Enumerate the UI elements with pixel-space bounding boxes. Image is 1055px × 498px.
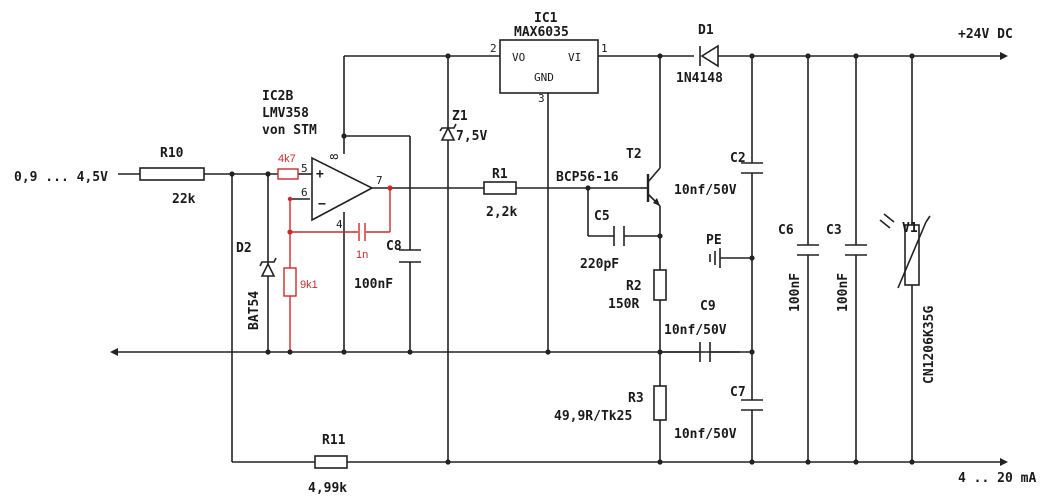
- varistor-v1: [879, 213, 931, 289]
- opamp-pin6: 6: [301, 186, 308, 199]
- wires: [118, 55, 1000, 463]
- c7-value: 10nf/50V: [674, 427, 737, 442]
- c6-value: 100nF: [788, 273, 803, 312]
- c2-ref: C2: [730, 151, 746, 166]
- pe-ground-icon: [709, 248, 721, 268]
- v1-value: CN1206K35G: [922, 306, 937, 384]
- resistor-4k7: [277, 168, 299, 180]
- junction-dots: [229, 53, 915, 465]
- transistor-t2: [640, 167, 661, 207]
- opamp-ic2b: + −: [311, 156, 374, 222]
- opamp-plus-label: +: [316, 167, 324, 182]
- resistor-r11: [314, 455, 348, 469]
- c8-value: 100nF: [354, 277, 393, 292]
- z1-value: 7,5V: [456, 129, 487, 144]
- r2-value: 150R: [608, 297, 639, 312]
- ic2-vendor: von STM: [262, 123, 317, 138]
- output-arrow-24v: [1000, 52, 1008, 60]
- resistor-r10: [139, 167, 205, 181]
- ic1-pin1: 1: [601, 42, 608, 55]
- c9-ref: C9: [700, 299, 716, 314]
- resistor-9k1: [283, 267, 297, 297]
- c5-ref: C5: [594, 209, 610, 224]
- c-1n-label: 1n: [356, 249, 368, 261]
- output-arrow-current: [1000, 458, 1008, 466]
- output-current-label: 4 .. 20 mA: [958, 471, 1036, 486]
- ic1-pin3: 3: [538, 92, 545, 105]
- d2-ref: D2: [236, 241, 252, 256]
- r11-ref: R11: [322, 433, 346, 448]
- ic2-type: LMV358: [262, 106, 309, 121]
- capacitor-c5: [613, 226, 625, 246]
- capacitor-c8: [399, 249, 421, 263]
- c6-ref: C6: [778, 223, 794, 238]
- capacitor-c6: [797, 244, 819, 256]
- zener-z1: [439, 123, 457, 141]
- ic1-box: [499, 39, 599, 94]
- r10-ref: R10: [160, 146, 184, 161]
- r-4k7-label: 4k7: [278, 153, 296, 165]
- ic1-pin-vi: VI: [568, 51, 581, 64]
- z1-ref: Z1: [452, 109, 468, 124]
- ground-arrow: [110, 348, 118, 356]
- r1-ref: R1: [492, 167, 508, 182]
- capacitor-c7: [741, 399, 763, 411]
- input-voltage-label: 0,9 ... 4,5V: [14, 170, 108, 185]
- capacitor-c2: [741, 162, 763, 174]
- c3-value: 100nF: [836, 273, 851, 312]
- diode-d2: [259, 257, 277, 277]
- r3-ref: R3: [628, 391, 644, 406]
- c5-value: 220pF: [580, 257, 619, 272]
- red-modifications: [277, 168, 393, 352]
- opamp-pin5: 5: [301, 162, 308, 175]
- opamp-minus-label: −: [318, 197, 326, 212]
- ic1-pin-vo: VO: [512, 51, 525, 64]
- ic2-ref: IC2B: [262, 89, 293, 104]
- c7-ref: C7: [730, 385, 746, 400]
- ic1-pin2: 2: [490, 42, 497, 55]
- v1-ref: V1: [902, 221, 918, 236]
- opamp-pin7: 7: [376, 174, 383, 187]
- r1-value: 2,2k: [486, 205, 517, 220]
- capacitor-c9: [699, 342, 711, 362]
- c8-ref: C8: [386, 239, 402, 254]
- ic1-ref: IC1: [534, 11, 558, 26]
- d2-value: BAT54: [247, 291, 262, 330]
- resistor-r2: [653, 269, 667, 301]
- c2-value: 10nf/50V: [674, 183, 737, 198]
- diode-d1: [699, 44, 719, 68]
- pe-label: PE: [706, 233, 722, 248]
- capacitor-c3: [845, 244, 867, 256]
- r11-value: 4,99k: [308, 481, 347, 496]
- r10-value: 22k: [172, 192, 196, 207]
- c9-value: 10nf/50V: [664, 323, 727, 338]
- resistor-r1: [483, 181, 517, 195]
- ic1-type: MAX6035: [514, 25, 569, 40]
- opamp-pin8: 8: [328, 153, 341, 160]
- r2-ref: R2: [626, 279, 642, 294]
- r3-value: 49,9R/Tk25: [554, 409, 632, 424]
- r-9k1-label: 9k1: [300, 279, 318, 291]
- t2-ref: T2: [626, 147, 642, 162]
- supply-voltage-label: +24V DC: [958, 27, 1013, 42]
- opamp-pin4: 4: [336, 218, 343, 231]
- d1-value: 1N4148: [676, 71, 723, 86]
- c3-ref: C3: [826, 223, 842, 238]
- t2-value: BCP56-16: [556, 170, 619, 185]
- d1-ref: D1: [698, 23, 714, 38]
- ic1-pin-gnd: GND: [534, 71, 554, 84]
- resistor-r3: [653, 385, 667, 421]
